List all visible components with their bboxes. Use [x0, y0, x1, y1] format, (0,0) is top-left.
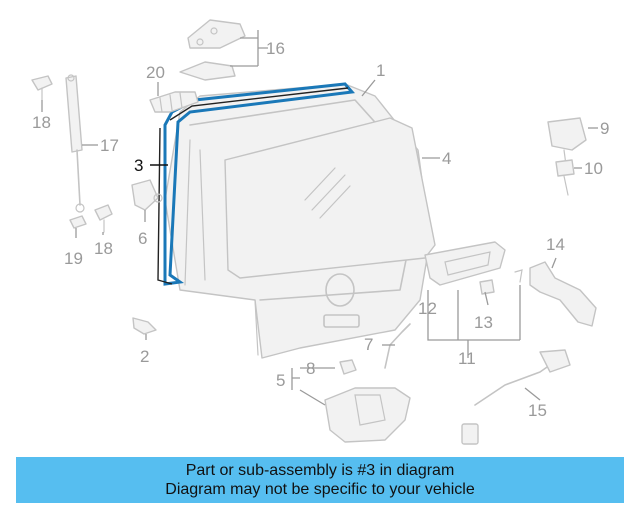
callout-14: 14	[546, 235, 565, 254]
parts-diagram: 16 1 20 18 17 3 4 9 10 6 18 19 14 12 13 …	[31, 19, 609, 445]
callout-12: 12	[418, 299, 437, 318]
notice-line-1: Part or sub-assembly is #3 in diagram	[185, 462, 455, 479]
handle-part-12	[424, 241, 523, 295]
callout-10: 10	[584, 159, 603, 178]
callout-labels: 16 1 20 18 17 3 4 9 10 6 18 19 14 12 13 …	[32, 39, 609, 420]
callout-18-upper: 18	[32, 113, 51, 132]
bumper-stop-part-20	[149, 91, 199, 113]
callout-9: 9	[600, 119, 609, 138]
callout-8: 8	[306, 359, 315, 378]
leader-lines	[41, 30, 598, 406]
callout-15: 15	[528, 401, 547, 420]
callout-18-lower: 18	[94, 239, 113, 258]
callout-2: 2	[140, 347, 149, 366]
ball-stud-part-18	[31, 75, 53, 101]
latch-part-5	[324, 359, 411, 443]
gas-strut-part-17	[65, 74, 85, 213]
striker-part-6	[131, 179, 163, 211]
callout-19: 19	[64, 249, 83, 268]
actuator-part-14	[529, 261, 597, 327]
callout-16: 16	[266, 39, 285, 58]
callout-3: 3	[134, 156, 143, 175]
callout-6: 6	[138, 229, 147, 248]
motor-part-9	[547, 117, 587, 166]
callout-5: 5	[276, 371, 285, 390]
callout-11: 11	[458, 349, 476, 368]
rod-part-7	[384, 323, 411, 369]
callout-7: 7	[364, 335, 373, 354]
ball-stud-part-18-lower	[94, 204, 113, 233]
clip-part-19	[69, 215, 87, 229]
callout-1: 1	[376, 61, 385, 80]
callout-4: 4	[442, 149, 451, 168]
callout-17: 17	[100, 136, 119, 155]
switch-part-10	[555, 159, 575, 196]
bolt-part-2	[132, 317, 157, 335]
callout-13: 13	[474, 313, 493, 332]
notice-line-2: Diagram may not be specific to your vehi…	[165, 481, 475, 498]
wiring-part-15	[461, 349, 571, 445]
callout-20: 20	[146, 63, 165, 82]
diagram-notice-banner: Part or sub-assembly is #3 in diagram Di…	[16, 457, 624, 503]
hinge-part-16	[179, 19, 246, 81]
rear-glass	[184, 117, 436, 286]
